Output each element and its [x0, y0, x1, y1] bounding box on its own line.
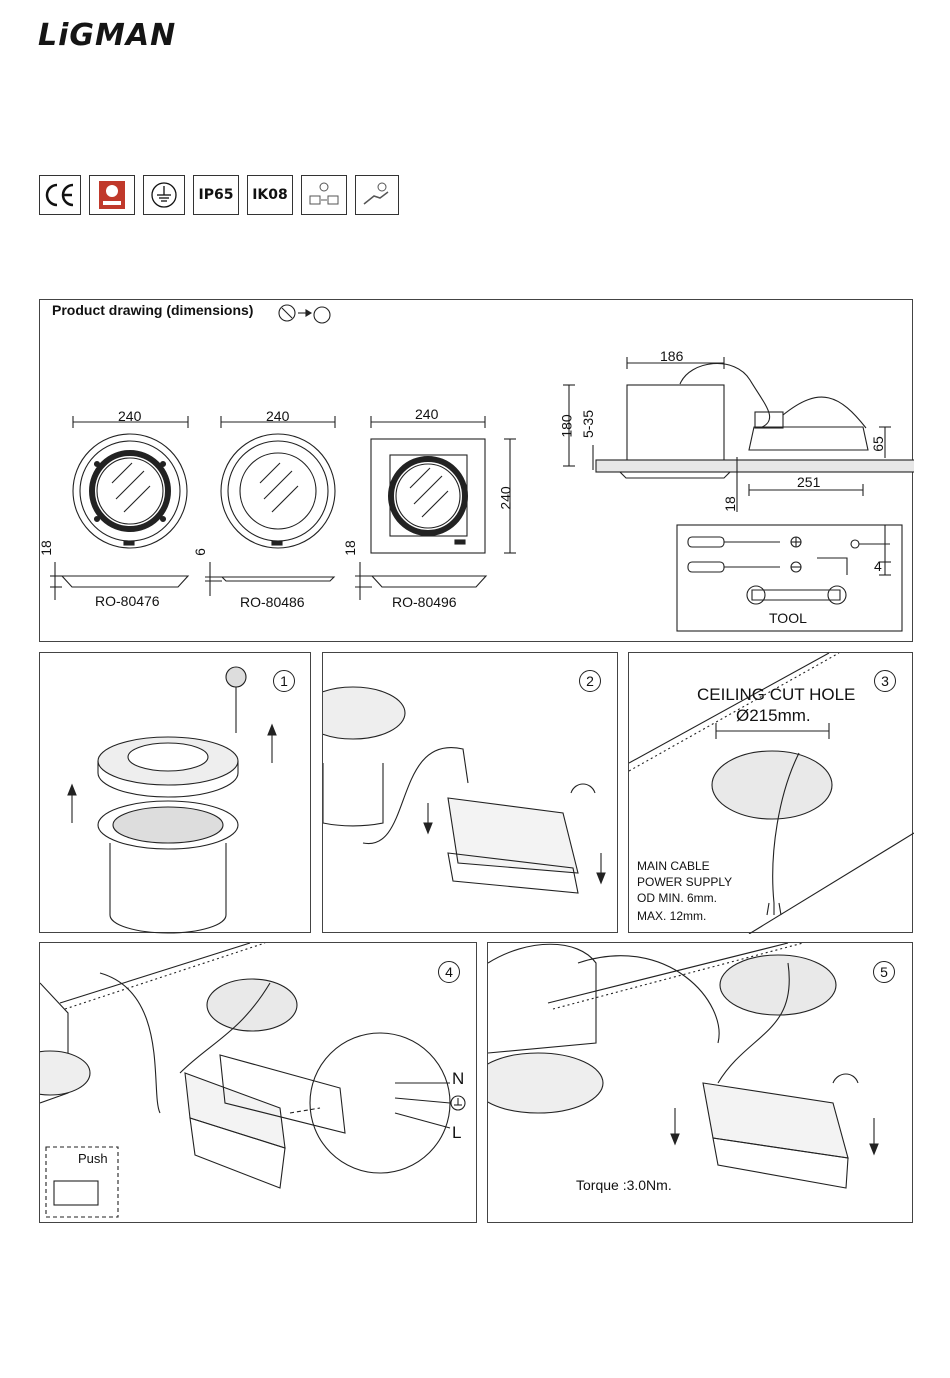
ce-mark-icon [39, 175, 81, 215]
model-ro-80476: RO-80476 [95, 593, 160, 609]
cable-line-4: MAX. 12mm. [637, 909, 706, 923]
step-number-3: 3 [874, 670, 896, 692]
step-number-4: 4 [438, 961, 460, 983]
step-number-5: 5 [873, 961, 895, 983]
push-label: Push [78, 1151, 108, 1166]
dim-height-180: 180 [559, 414, 575, 437]
dim-height-80486: 6 [192, 548, 208, 556]
dim-width-80476: 240 [118, 408, 141, 424]
ceiling-cut-title: CEILING CUT HOLE [697, 685, 855, 705]
dim-box-height-65: 65 [870, 436, 886, 452]
ip65-badge: IP65 [193, 175, 239, 215]
step-4-panel: 4 N L Push [39, 942, 477, 1223]
model-ro-80496: RO-80496 [392, 594, 457, 610]
brand-logo: LiGMAN [38, 18, 176, 53]
certification-row: IP65 IK08 [39, 175, 399, 215]
wire-label-l: L [452, 1123, 461, 1143]
step-2-illustration [323, 653, 619, 934]
quality-badge-icon [89, 175, 135, 215]
step-5-illustration [488, 943, 914, 1224]
dim-height-80496: 18 [342, 540, 358, 556]
ik08-badge: IK08 [247, 175, 293, 215]
wire-label-n: N [452, 1069, 464, 1089]
tool-note-icon [355, 175, 399, 215]
step-3-panel: 3 CEILING CUT HOLE Ø215mm. MAIN CABLE PO… [628, 652, 913, 933]
dim-width-80486: 240 [266, 408, 289, 424]
step-number-2: 2 [579, 670, 601, 692]
product-drawing-panel: Product drawing (dimensions) [39, 299, 913, 642]
cable-line-1: MAIN CABLE [637, 859, 710, 873]
model-ro-80486: RO-80486 [240, 594, 305, 610]
dim-height-80476: 18 [38, 540, 54, 556]
dim-side-80496: 240 [498, 486, 514, 509]
dim-box-length-251: 251 [797, 474, 820, 490]
step-1-illustration [40, 653, 312, 934]
cable-line-3: OD MIN. 6mm. [637, 891, 717, 905]
dim-hex-4: 4 [874, 558, 882, 574]
step-number-1: 1 [273, 670, 295, 692]
install-note-icon [301, 175, 347, 215]
dim-width-80496: 240 [415, 406, 438, 422]
dim-range-5-35: 5-35 [580, 410, 596, 438]
dim-flange-18: 18 [722, 496, 738, 512]
dimension-drawing [40, 300, 914, 643]
torque-label: Torque :3.0Nm. [576, 1177, 672, 1193]
step-2-panel: 2 [322, 652, 618, 933]
step-5-panel: 5 Torque :3.0Nm. [487, 942, 913, 1223]
step-1-panel: 1 [39, 652, 311, 933]
dim-top-186: 186 [660, 348, 683, 364]
tool-label: TOOL [769, 610, 807, 626]
earth-ground-icon [143, 175, 185, 215]
step-4-illustration [40, 943, 478, 1224]
cut-hole-diameter: Ø215mm. [736, 706, 811, 726]
cable-line-2: POWER SUPPLY [637, 875, 732, 889]
